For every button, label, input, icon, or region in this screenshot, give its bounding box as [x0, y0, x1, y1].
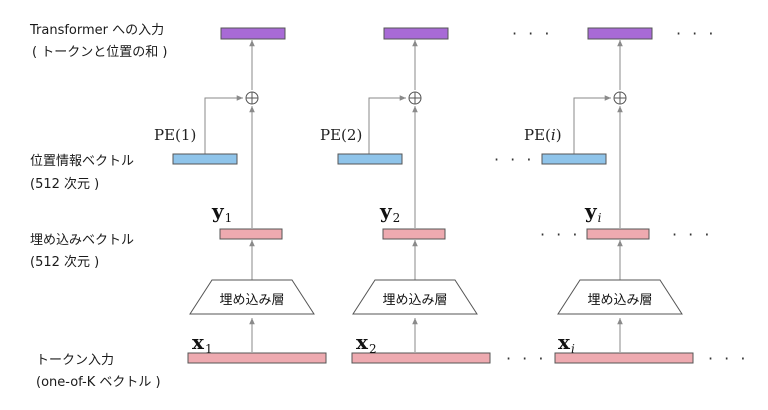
x-vector-label-i: xi — [558, 330, 575, 356]
ellipsis-transformer-mid: · · · — [512, 24, 553, 43]
embed-layer-label-i: 埋め込み層 — [587, 293, 653, 308]
column-2 — [337, 27, 491, 364]
token-input-box — [554, 352, 694, 364]
transformer-input-box — [587, 27, 653, 40]
pe-box — [172, 153, 238, 165]
y-vector-label-2: y2 — [380, 199, 401, 225]
embed-layer-trapezoid — [189, 279, 315, 315]
pe-to-sum-arrow — [204, 95, 243, 154]
y-vector-label-i: yi — [585, 199, 602, 225]
pos-info-label: 位置情報ベクトル — [30, 154, 135, 169]
transformer-input-sublabel: ( トークンと位置の和 ) — [32, 45, 168, 60]
transformer-input-box — [383, 27, 449, 40]
ellipsis-token-mid: · · · — [506, 349, 547, 368]
embed-vector-label: 埋め込みベクトル — [30, 233, 135, 248]
pe-label-1: PE(1) — [154, 126, 197, 144]
embed-layer-label-1: 埋め込み層 — [219, 293, 285, 308]
pe-box — [541, 153, 607, 165]
pos-info-dim-label: (512 次元 ) — [30, 177, 100, 192]
embed-vector-box — [382, 228, 446, 240]
pe-box — [337, 153, 403, 165]
x-vector-label-1: x1 — [192, 330, 213, 356]
transformer-input-label: Transformer への入力 — [30, 23, 165, 38]
embed-layer-label-2: 埋め込み層 — [382, 293, 448, 308]
column-1 — [172, 27, 327, 364]
y-vector-label-1: y1 — [212, 199, 233, 225]
x-vector-label-2: x2 — [356, 330, 377, 356]
pe-label-2: PE(2) — [320, 126, 363, 144]
pe-label-i: PE(i) — [524, 126, 562, 144]
ellipsis-transformer-end: · · · — [676, 24, 717, 43]
pe-to-sum-arrow — [368, 95, 406, 154]
token-input-box — [187, 352, 327, 364]
embed-vector-box — [219, 228, 283, 240]
token-input-sublabel: (one-of-K ベクトル ) — [36, 375, 161, 390]
ellipsis-token-end: · · · — [708, 349, 749, 368]
embed-layer-trapezoid — [352, 279, 478, 315]
embed-vector-box — [586, 228, 650, 240]
pe-to-sum-arrow — [573, 95, 611, 154]
column-i — [541, 27, 694, 364]
ellipsis-embed-end: · · · — [672, 225, 713, 244]
ellipsis-embed-mid: · · · — [540, 225, 581, 244]
ellipsis-pe-mid: · · · — [494, 150, 535, 169]
token-input-label: トークン入力 — [36, 353, 115, 368]
embed-vector-dim-label: (512 次元 ) — [30, 255, 100, 270]
embed-layer-trapezoid — [557, 279, 683, 315]
transformer-input-box — [220, 27, 286, 40]
token-input-box — [351, 352, 491, 364]
